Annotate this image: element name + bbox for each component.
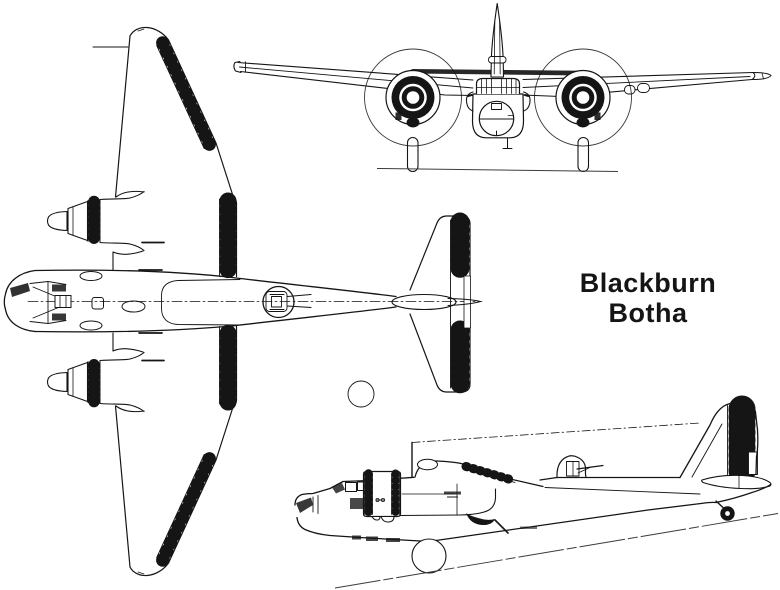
front-gear-leg	[406, 136, 419, 173]
side-flap-fairing	[466, 513, 495, 526]
plan-view	[3, 26, 483, 576]
title-block: Blackburn Botha	[580, 268, 717, 328]
aircraft-name-line2: Botha	[609, 298, 688, 328]
side-main-wheel	[411, 538, 447, 574]
plan-turret	[262, 285, 312, 319]
side-view	[294, 380, 779, 589]
plan-fuselage	[3, 269, 397, 333]
front-side-blister	[465, 91, 474, 112]
plan-wing-lower	[48, 327, 237, 576]
side-astrodome	[417, 458, 438, 471]
side-stencil-mark	[444, 491, 461, 495]
front-fuselage	[465, 77, 531, 149]
side-ground-line	[334, 513, 779, 589]
front-ground-line	[376, 168, 619, 172]
plan-tailplane	[409, 212, 471, 395]
plan-fin	[391, 293, 481, 311]
front-canopy	[475, 77, 521, 95]
front-side-blister	[522, 91, 531, 112]
front-engine-right	[533, 48, 633, 173]
side-cockpit-canopy	[332, 481, 368, 509]
side-engine-nacelle	[362, 469, 509, 534]
plan-wing-upper	[46, 26, 238, 284]
front-propeller-disc	[364, 48, 462, 147]
plan-elevator-tab	[463, 275, 471, 329]
side-detail-circle	[347, 380, 375, 408]
side-tail-wheel	[715, 500, 735, 521]
side-nose-glazing	[296, 497, 313, 513]
side-fuselage	[294, 458, 717, 543]
front-fin	[488, 2, 507, 78]
side-turret	[556, 455, 604, 479]
side-wing-aileron	[461, 462, 517, 485]
side-fin-rudder	[679, 395, 759, 486]
side-tailplane	[701, 474, 772, 504]
side-rudder-tab	[748, 451, 758, 475]
plan-engine-nacelle	[46, 190, 145, 252]
front-view	[233, 2, 772, 173]
front-canopy-frames	[476, 78, 520, 94]
side-antenna-wire	[411, 422, 701, 443]
aircraft-name-line1: Blackburn	[580, 268, 717, 298]
front-wing-pod	[624, 85, 636, 95]
plan-nose-glazing	[10, 281, 72, 324]
front-engine-left	[364, 48, 462, 173]
front-wing-pod	[637, 83, 650, 93]
